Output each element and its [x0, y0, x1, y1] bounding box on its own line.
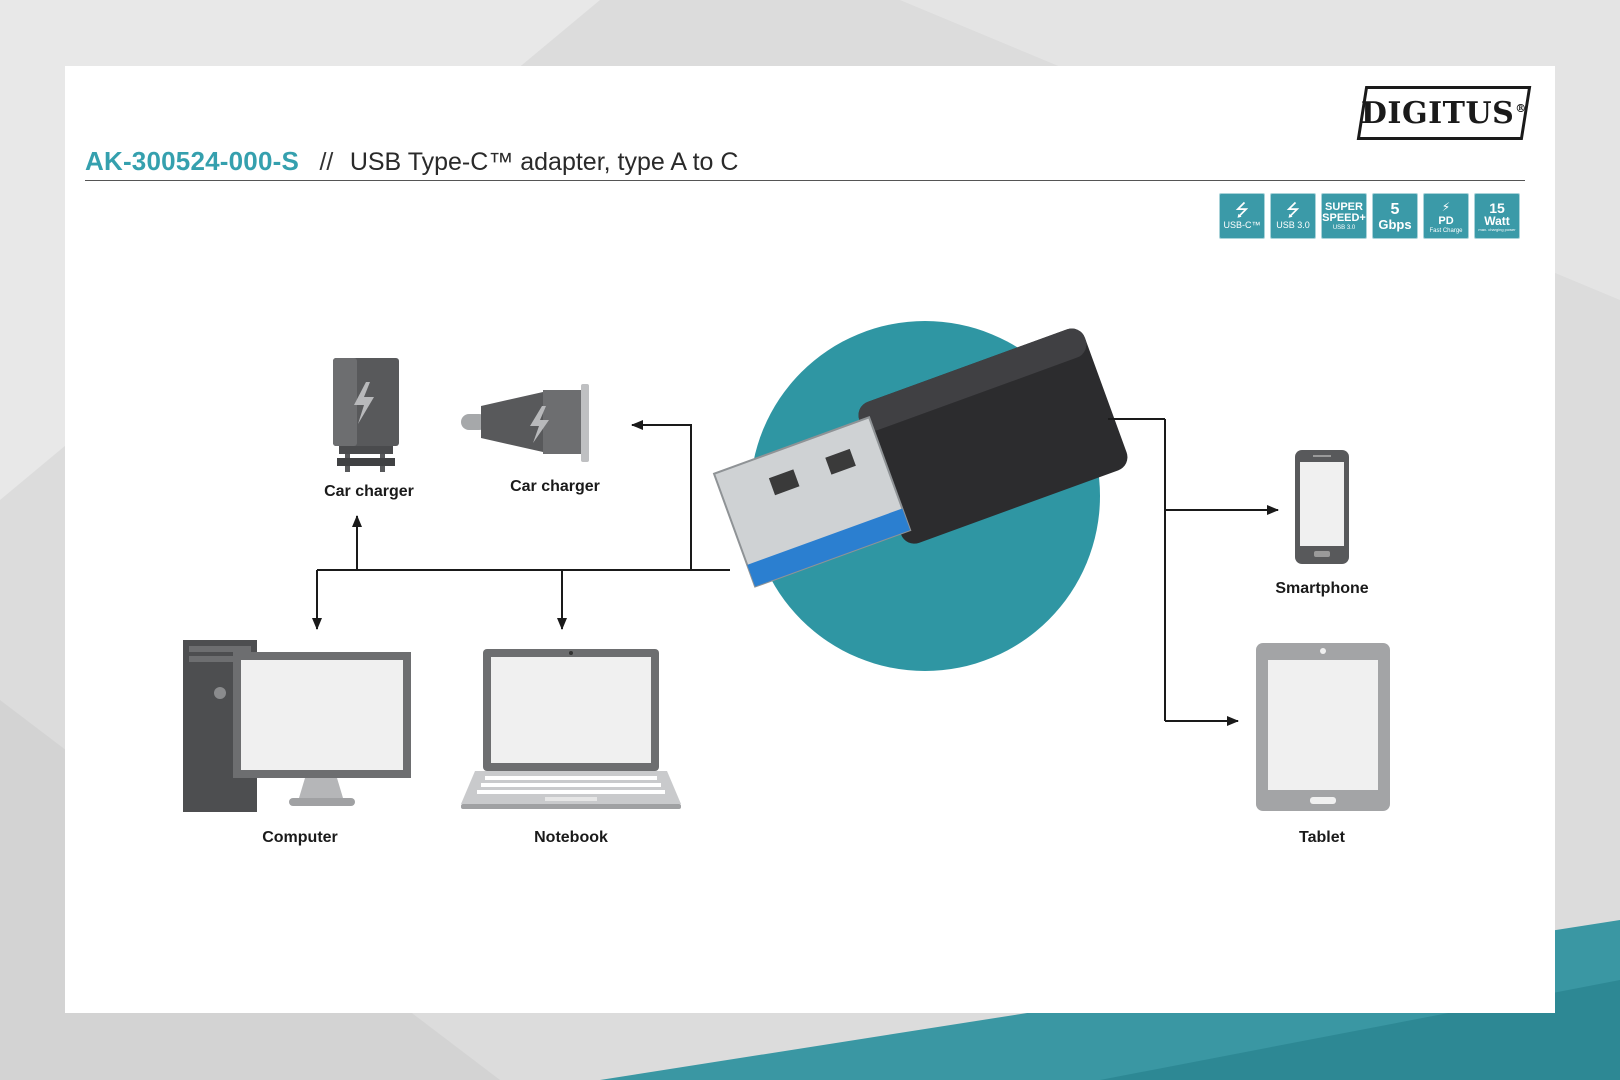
plug-hole: [825, 448, 856, 475]
car-charger-head: [543, 390, 581, 454]
badge-5gbps-bottom: Gbps: [1378, 216, 1412, 232]
notebook-base-edge: [461, 804, 681, 809]
usb-3-blue-insert: [747, 508, 911, 587]
car-charger-body: [481, 392, 543, 452]
usb-symbol-icon: ⭍: [1234, 201, 1250, 220]
badge-usb-3: ⭍ USB 3.0: [1270, 193, 1316, 239]
touchpad: [545, 797, 597, 801]
badge-superspeed-sub: USB 3.0: [1332, 224, 1356, 231]
tablet-camera-icon: [1320, 648, 1326, 654]
badge-5gbps: 5 Gbps: [1372, 193, 1418, 239]
notebook-computer: [461, 649, 681, 809]
tablet-device: [1256, 643, 1390, 811]
usb-symbol-icon: ⭍: [1285, 201, 1301, 220]
home-button-icon: [1310, 797, 1336, 804]
product-title: AK-300524-000-S // USB Type-C™ adapter, …: [85, 146, 1525, 181]
monitor-screen: [241, 660, 403, 770]
charger-base: [339, 446, 393, 454]
badge-pd: ⚡ PD Fast Charge: [1423, 193, 1469, 239]
badge-5gbps-top: 5: [1390, 200, 1400, 218]
badge-superspeed-line2: SPEED+: [1322, 211, 1366, 224]
charger-plug-plate: [337, 458, 395, 466]
lightning-icon: [530, 406, 549, 443]
car-charger-tip: [461, 414, 487, 430]
label-tablet: Tablet: [1299, 829, 1346, 846]
badge-15watt: 15 Watt max. charging power: [1474, 193, 1520, 239]
smartphone-device: [1295, 450, 1349, 564]
badge-15watt-sub: max. charging power: [1478, 226, 1516, 232]
car-charger-cap: [581, 384, 589, 462]
connection-lines: [312, 418, 1279, 726]
model-number: AK-300524-000-S: [85, 146, 300, 176]
label-car-charger-left: Car charger: [324, 483, 414, 500]
plug-hole: [768, 469, 800, 496]
car-charger: [461, 384, 589, 462]
desktop-computer: [183, 640, 411, 812]
charger-side: [333, 358, 357, 446]
title-separator: //: [319, 148, 334, 176]
keyboard-keys: [477, 776, 665, 794]
tower-bay: [189, 646, 251, 652]
fast-charge-icon: ⚡: [1441, 199, 1451, 214]
product-description: USB Type-C™ adapter, type A to C: [349, 148, 739, 176]
arrow-to-charger-right: [631, 420, 692, 570]
badge-pd-sub: Fast Charge: [1429, 227, 1463, 234]
badge-superspeed-line1: SUPER: [1325, 200, 1363, 213]
home-button-icon: [1314, 551, 1330, 557]
usb-adapter: [712, 321, 1128, 671]
monitor-base: [289, 798, 355, 806]
tablet-screen: [1268, 660, 1378, 790]
connection-diagram: Car charger Car charger Computer Noteboo…: [183, 321, 1390, 846]
feature-badges: ⭍ USB-C™ ⭍ USB 3.0 SUPER SPEED+ USB 3.0 …: [1219, 193, 1520, 239]
lightning-icon: [354, 382, 374, 424]
badge-usb-c-label: USB-C™: [1223, 220, 1261, 230]
tower-bay: [189, 656, 251, 662]
label-computer: Computer: [262, 829, 338, 846]
smartphone-screen: [1300, 462, 1344, 546]
label-car-charger-right: Car charger: [510, 478, 600, 495]
housing-highlight: [858, 328, 1087, 431]
webcam-icon: [569, 651, 573, 655]
badge-pd-label: PD: [1438, 214, 1454, 227]
badge-usb-3-label: USB 3.0: [1276, 220, 1310, 230]
label-smartphone: Smartphone: [1275, 580, 1368, 597]
power-button-icon: [214, 687, 226, 699]
notebook-screen: [491, 657, 651, 763]
badge-15watt-bottom: Watt: [1484, 213, 1510, 228]
badge-usb-c: ⭍ USB-C™: [1219, 193, 1265, 239]
badge-15watt-top: 15: [1489, 199, 1505, 216]
badge-superspeed: SUPER SPEED+ USB 3.0: [1321, 193, 1367, 239]
monitor-stand: [299, 778, 343, 798]
content-panel: DIGITUS® AK-300524-000-S // USB Type-C™ …: [65, 66, 1555, 1013]
label-notebook: Notebook: [534, 829, 608, 846]
speaker-slot: [1313, 455, 1331, 457]
wall-charger: [333, 358, 399, 472]
